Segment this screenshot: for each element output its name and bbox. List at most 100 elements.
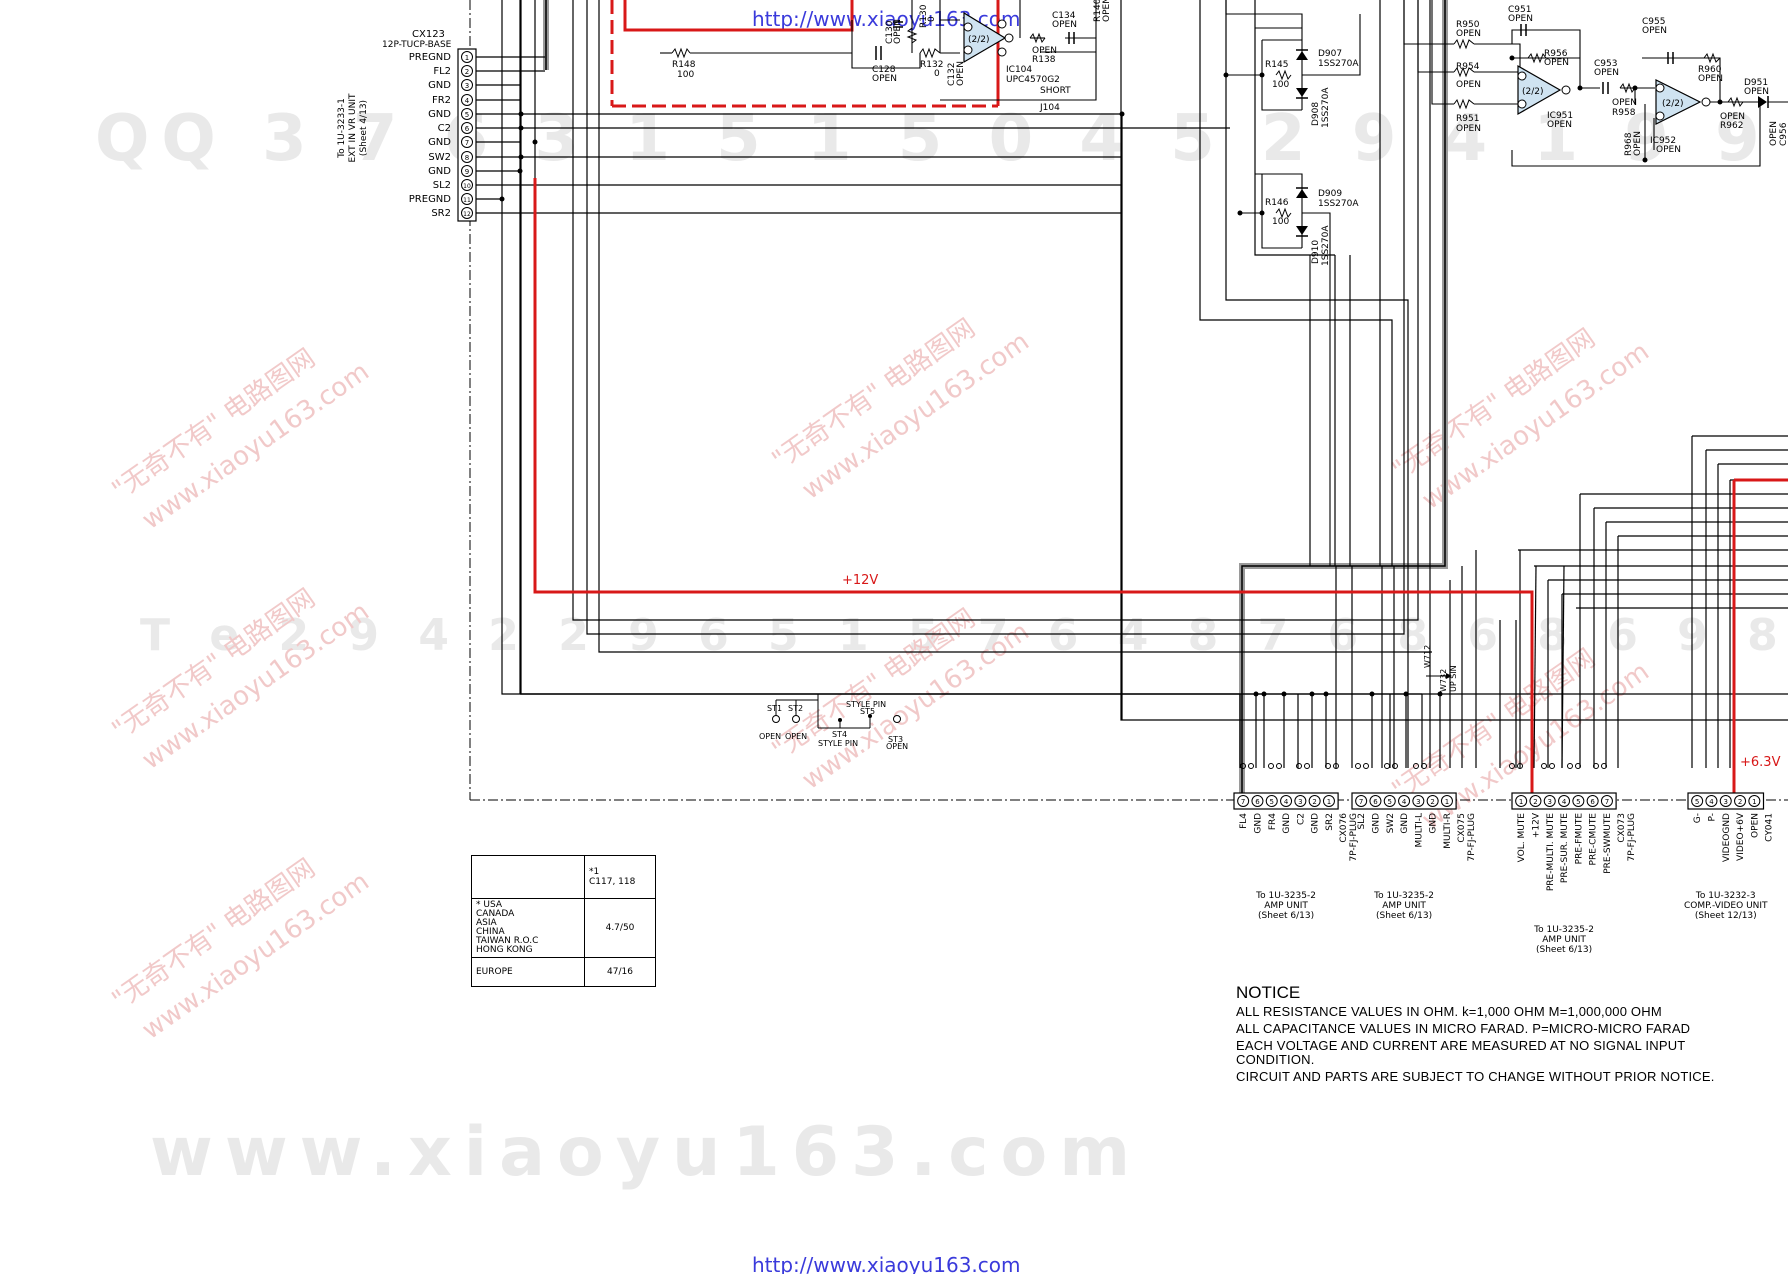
pin-label: PRE-SUR. MUTE xyxy=(1560,813,1570,883)
c134-value: OPEN xyxy=(1052,20,1077,30)
cx123-pin-5: GND xyxy=(428,109,451,120)
r138-label: R138 xyxy=(1032,55,1056,65)
watermark-stamp: "无奇不有" 电路图网 www.xiaoyu163.com "无奇不有" 电路图… xyxy=(107,313,1655,1045)
r146-label: R146 xyxy=(1265,198,1289,208)
r145-value: 100 xyxy=(1272,80,1289,90)
pin-number: 1 xyxy=(1327,798,1331,806)
region-table-header-cell: *1 C117, 118 xyxy=(584,855,656,899)
svg-text:5: 5 xyxy=(465,111,469,119)
pin-label: FL4 xyxy=(1239,813,1249,829)
r960-label: R960 xyxy=(1698,65,1722,75)
svg-text:2: 2 xyxy=(465,68,469,76)
ic104-section: (2/2) R148 100 C128 OPEN R132 0 C130 OPE… xyxy=(660,0,1112,113)
d909-label: D909 xyxy=(1318,189,1342,199)
svg-text:8: 8 xyxy=(465,154,469,162)
cx123-dest-2: EXT IN VR UNIT xyxy=(348,93,358,163)
connector-destination: COMP.-VIDEO UNIT xyxy=(1684,901,1768,911)
pin-number: 4 xyxy=(1562,798,1567,806)
pin-label: PRE-MULTI. MUTE xyxy=(1546,813,1556,891)
pin-label: MULTI-R xyxy=(1443,813,1453,849)
d907-part: 1SS270A xyxy=(1318,59,1359,69)
connector-cx123[interactable]: 1 2 3 4 5 6 7 8 9 10 11 12 CX123 12P-TUC… xyxy=(337,29,477,222)
r132-value: 0 xyxy=(934,69,940,79)
pin-label: GND xyxy=(1253,813,1263,834)
up-sin-label: UP SIN xyxy=(1449,665,1458,692)
d910-label: D910 xyxy=(1311,240,1321,264)
pin-label: GND xyxy=(1311,813,1321,834)
pin-label: VIDEOGND xyxy=(1722,813,1732,862)
notice-block: NOTICE ALL RESISTANCE VALUES IN OHM. k=1… xyxy=(1236,983,1756,1087)
r146-value: 100 xyxy=(1272,217,1289,227)
pin-number: 7 xyxy=(1241,798,1245,806)
connector-destination: To 1U-3235-2 xyxy=(1255,891,1316,901)
connector-ref: CX075 xyxy=(1457,813,1467,843)
pin-number: 3 xyxy=(1298,798,1302,806)
signal-wires xyxy=(476,0,1788,769)
c130-value: OPEN xyxy=(893,19,903,44)
st1-label: ST1 xyxy=(767,704,782,713)
notice-title: NOTICE xyxy=(1236,983,1301,1002)
c956-value: OPEN xyxy=(1769,121,1779,146)
pin-label: MULTI-L xyxy=(1414,813,1424,848)
connector-destination: To 1U-3235-2 xyxy=(1533,925,1594,935)
plus12v-rail xyxy=(533,178,1534,796)
watermark-site-big: www.xiaoyu163.com xyxy=(150,1113,1142,1192)
connector-destination: To 1U-3235-2 xyxy=(1373,891,1434,901)
pin-number: 7 xyxy=(1605,798,1609,806)
connector-jumpers xyxy=(1240,763,1607,769)
pin-number: 4 xyxy=(1284,798,1289,806)
pin-number: 4 xyxy=(1402,798,1407,806)
cx123-pin-3: GND xyxy=(428,80,451,91)
source-url-bottom[interactable]: http://www.xiaoyu163.com xyxy=(752,1253,1021,1274)
r132-label: R132 xyxy=(920,60,943,70)
j104-short: SHORT xyxy=(1040,86,1071,96)
style-pin-top: STYLE PIN xyxy=(846,700,886,709)
ic952-opamp-symbol xyxy=(1655,79,1702,125)
r962-label: R962 xyxy=(1720,121,1743,131)
r958-label: R958 xyxy=(1612,108,1636,118)
pin-label: VOL. MUTE xyxy=(1517,813,1527,863)
cx123-pin-12: SR2 xyxy=(431,208,451,219)
st2-label: ST2 xyxy=(788,704,803,713)
pin-label: G- xyxy=(1693,813,1703,823)
cx123-pin-7: GND xyxy=(428,137,451,148)
cx123-dest-1: To 1U-3233-1 xyxy=(337,98,347,159)
ic104-unit: (2/2) xyxy=(968,35,990,45)
cx123-pin-2: FL2 xyxy=(433,66,451,77)
connector-destination: (Sheet 6/13) xyxy=(1536,945,1592,955)
svg-text:12: 12 xyxy=(463,211,471,218)
j104-label: J104 xyxy=(1039,103,1060,113)
cx123-type: 12P-TUCP-BASE xyxy=(382,40,452,50)
junction-dots xyxy=(499,55,1723,697)
pin-number: 5 xyxy=(1270,798,1274,806)
ic951-section: (2/2) (2/2) R950 OPEN R954 OPEN R951 OPE… xyxy=(1403,0,1788,167)
pin-number: 1 xyxy=(1752,798,1756,806)
connector-destination: (Sheet 6/13) xyxy=(1376,911,1432,921)
r138-value: OPEN xyxy=(1032,46,1057,56)
pin-label: C2 xyxy=(1296,813,1306,825)
region-table-regions-1: * USA CANADA ASIA CHINA TAIWAN R.O.C HON… xyxy=(471,898,585,958)
r968-value: OPEN xyxy=(1633,131,1643,156)
r962-value: OPEN xyxy=(1720,112,1745,122)
pin-label: SW2 xyxy=(1386,813,1396,833)
connector-destination: (Sheet 6/13) xyxy=(1258,911,1314,921)
d951-label: D951 xyxy=(1744,78,1768,88)
pin-number: 6 xyxy=(1255,798,1260,806)
cx123-pin-9: GND xyxy=(428,166,451,177)
st5-label: ST5 xyxy=(860,707,875,716)
pin-label: P- xyxy=(1707,813,1717,821)
svg-text:6: 6 xyxy=(465,125,470,133)
notice-line-4: CIRCUIT AND PARTS ARE SUBJECT TO CHANGE … xyxy=(1236,1069,1715,1084)
connector-type: 7P-FJ-PLUG xyxy=(1467,813,1477,862)
c953-value: OPEN xyxy=(1594,68,1619,78)
connector-destination: AMP UNIT xyxy=(1264,901,1308,911)
c956-label: C956 xyxy=(1779,122,1788,146)
pin-number: 3 xyxy=(1548,798,1552,806)
region-table: *1 C117, 118 * USA CANADA ASIA CHINA TAI… xyxy=(471,855,656,987)
label-plus12v: +12V xyxy=(842,573,878,588)
